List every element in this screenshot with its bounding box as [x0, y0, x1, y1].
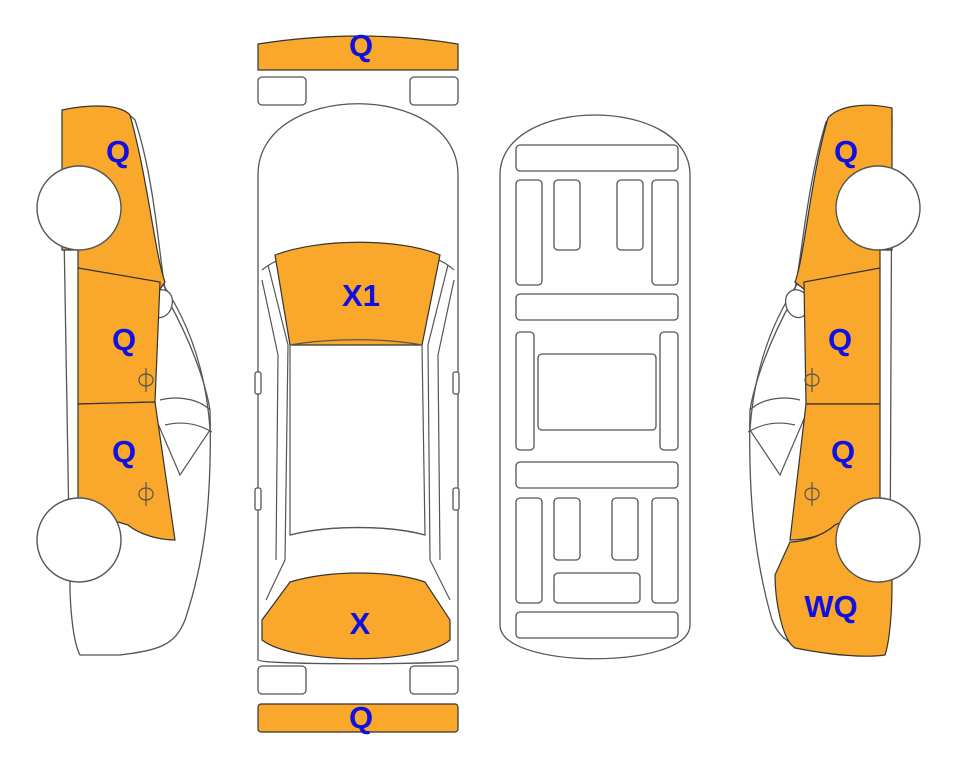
- under-frame-left: [515, 331, 535, 451]
- left-front-wheel: [36, 165, 122, 251]
- under-block-3: [616, 179, 644, 251]
- under-bar-3: [515, 461, 679, 489]
- rear-window-label: X: [350, 606, 371, 641]
- rear-bumper-panel[interactable]: [257, 703, 459, 733]
- rear-right-lamp: [409, 665, 459, 695]
- right-front-fender-label: Q: [834, 134, 858, 169]
- right-pillar-lines: [427, 264, 455, 601]
- front-right-lamp: [409, 76, 459, 106]
- left-front-door-handle: [138, 368, 154, 392]
- under-center-plate: [537, 353, 657, 431]
- left-rear-wheel: [36, 497, 122, 583]
- under-frame-right: [659, 331, 679, 451]
- right-rear-door-handle: [804, 482, 820, 506]
- windshield-panel[interactable]: [274, 241, 441, 346]
- right-beltline: [747, 397, 801, 433]
- under-rear-bar: [515, 611, 679, 639]
- left-pillar-lines: [261, 264, 289, 601]
- under-block-2: [553, 179, 581, 251]
- under-block-4: [651, 179, 679, 286]
- under-block-6: [553, 497, 581, 561]
- right-rear-quarter-label: WQ: [804, 589, 857, 624]
- left-side-view: [36, 105, 213, 656]
- left-mirror: [254, 371, 262, 395]
- right-side-view: [747, 104, 921, 657]
- right-rear-door-label: Q: [831, 434, 855, 469]
- under-front-bar: [515, 144, 679, 172]
- rear-bumper-label: Q: [349, 700, 373, 735]
- right-mirror: [452, 371, 460, 395]
- top-view: [254, 35, 460, 733]
- under-block-8: [651, 497, 679, 604]
- left-front-door-label: Q: [112, 322, 136, 357]
- left-rear-door-handle: [138, 482, 154, 506]
- right-rear-wheel: [835, 497, 921, 583]
- top-body-outline: [257, 103, 459, 665]
- front-left-lamp: [257, 76, 307, 106]
- rear-left-lamp: [257, 665, 307, 695]
- under-bar-2: [515, 293, 679, 321]
- underbody-view: [499, 114, 691, 660]
- right-mirror: [785, 289, 807, 319]
- right-front-door-label: Q: [828, 322, 852, 357]
- left-beltline: [159, 397, 213, 433]
- rear-window-panel[interactable]: [261, 572, 451, 660]
- under-block-5: [515, 497, 543, 604]
- right-front-wheel: [835, 165, 921, 251]
- under-block-1: [515, 179, 543, 286]
- windshield-label: X1: [342, 278, 380, 313]
- left-front-fender-label: Q: [106, 134, 130, 169]
- right-door-handle: [452, 487, 460, 511]
- damage-labels: Q X1 X Q Q Q Q Q Q Q WQ: [106, 28, 858, 735]
- rear-deck-line: [289, 526, 426, 536]
- front-bumper-label: Q: [349, 28, 373, 63]
- under-block-7: [611, 497, 639, 561]
- front-bumper-panel[interactable]: [257, 35, 459, 71]
- left-door-handle: [254, 487, 262, 511]
- right-front-door-handle: [804, 368, 820, 392]
- under-rear-box: [553, 572, 641, 604]
- left-rear-door-label: Q: [112, 434, 136, 469]
